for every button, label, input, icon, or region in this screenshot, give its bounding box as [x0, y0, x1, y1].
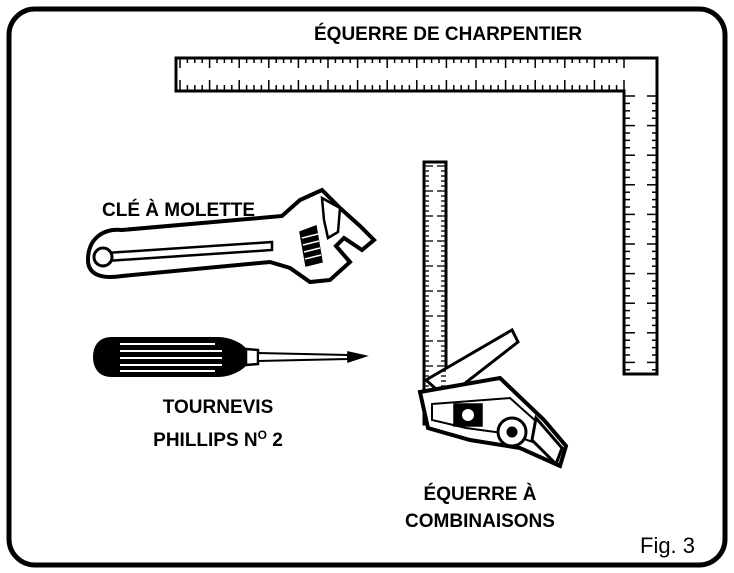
combination-square [417, 160, 569, 469]
combination-square-label-line1: ÉQUERRE À [423, 484, 537, 505]
screwdriver-number: 2 [267, 430, 283, 451]
combination-square-ticks [424, 165, 446, 387]
adjustable-wrench-label: CLÉ À MOLETTE [102, 200, 256, 221]
carpenter-square-label: ÉQUERRE DE CHARPENTIER [314, 24, 583, 45]
carpenter-square-ticks [179, 58, 657, 371]
figure-caption: Fig. 3 [640, 533, 696, 558]
screwdriver-label-line2: PHILLIPS NO 2 [118, 424, 318, 452]
combination-square-label-line2: COMBINAISONS [405, 511, 555, 532]
screwdriver-label-line1: TOURNEVIS [162, 397, 274, 418]
phillips-screwdriver [92, 337, 369, 377]
screwdriver-model-text: PHILLIPS N [153, 430, 258, 451]
adjustable-wrench [85, 187, 377, 285]
screwdriver-superscript: O [257, 428, 267, 442]
